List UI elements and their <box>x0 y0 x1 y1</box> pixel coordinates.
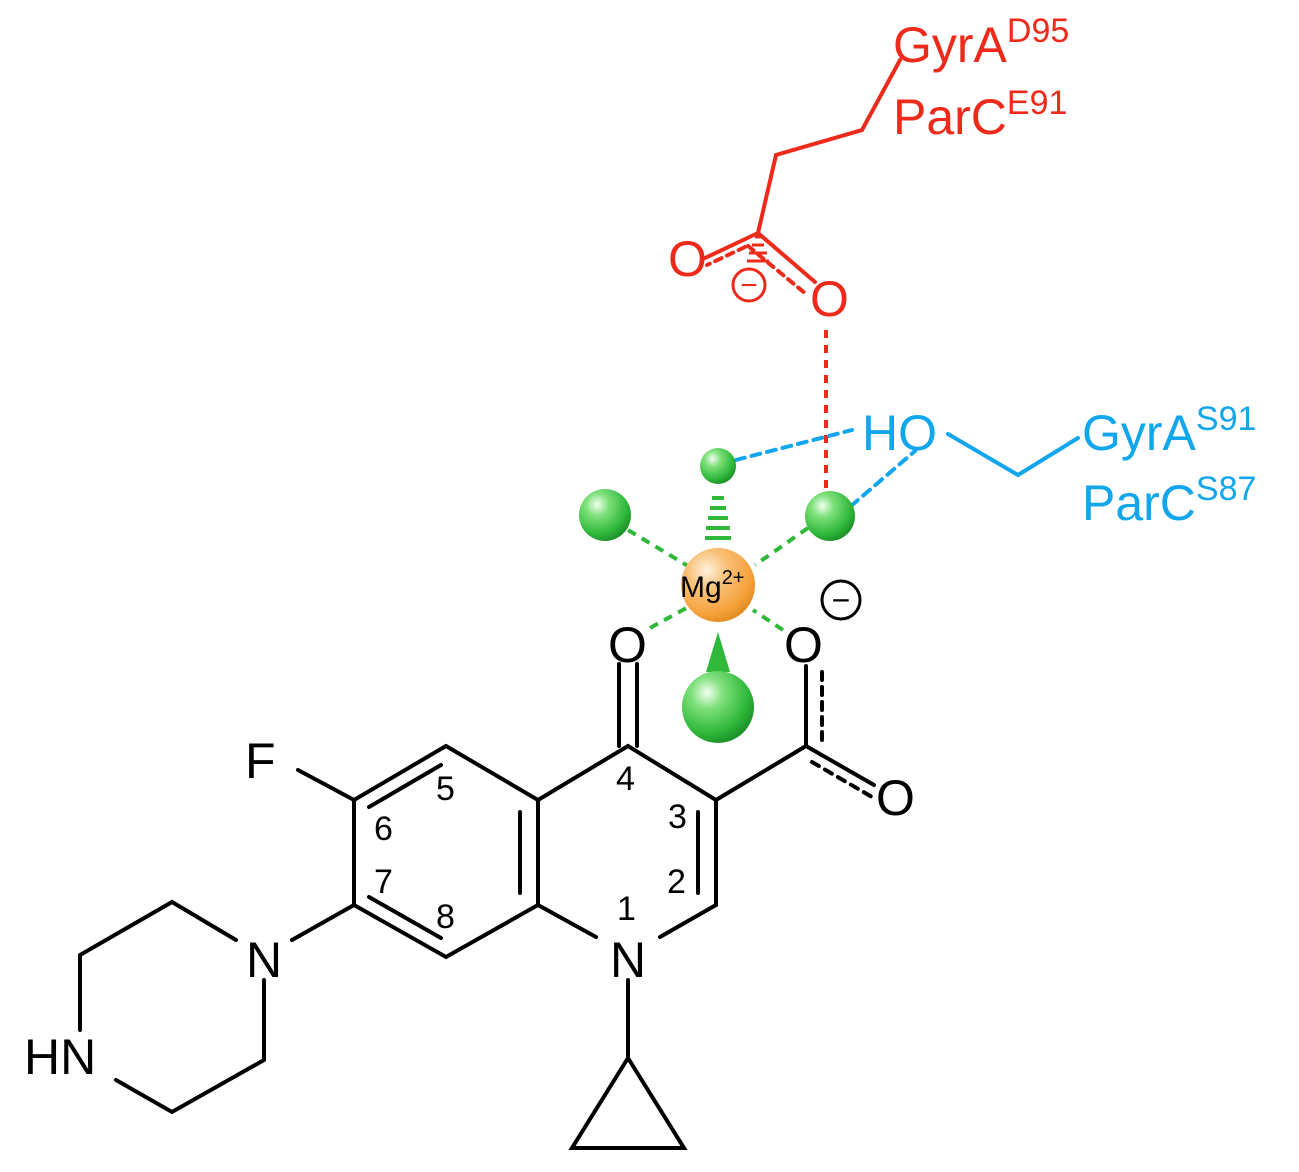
red-negative-charge-circle <box>731 267 767 303</box>
c7-n-piperazine-bond <box>290 903 356 942</box>
carboxylate-bond-right <box>756 231 817 284</box>
asp-oxygen-left: O <box>668 231 707 287</box>
water-right <box>805 491 855 541</box>
water-left <box>579 489 631 541</box>
mg-ion <box>681 548 755 622</box>
coord-bottom-water-wedge <box>706 632 730 672</box>
carboxyl-o-bottom-dashed <box>810 760 874 799</box>
acidic-residue-2: E91 <box>1007 84 1068 122</box>
black-negative-charge-circle <box>820 579 862 621</box>
serine-residue-label-2: ParCS87 <box>1082 470 1256 531</box>
piperazine-nitrogen: N <box>246 932 282 988</box>
carboxylate-dashed-left <box>705 245 747 267</box>
benzo-inner-bond-top <box>367 763 443 809</box>
ketone-oxygen: O <box>608 617 647 673</box>
serine-residue-2: S87 <box>1196 470 1257 508</box>
pyridone-n-c8a <box>536 903 598 939</box>
acidic-residue-side-chain: O O − GyrAD95 ParCE91 <box>668 12 1069 327</box>
serine-residue-side-chain: HO GyrAS91 ParCS87 <box>734 400 1256 531</box>
quinolone-core <box>78 662 876 1150</box>
serine-protein-1: GyrA <box>1082 405 1197 461</box>
piperazine-nh: HN <box>24 1029 96 1085</box>
ring-number-5: 5 <box>436 770 455 808</box>
benzo-inner-bond-bottom <box>367 895 443 940</box>
acidic-residue-label-1: GyrAD95 <box>893 12 1069 73</box>
ring-number-3: 3 <box>668 798 687 836</box>
ring-number-6: 6 <box>374 810 393 848</box>
carboxylate-bond-left <box>703 231 760 260</box>
coord-carboxylate-o <box>751 608 785 632</box>
acidic-residue-label-2: ParCE91 <box>893 84 1067 145</box>
coord-top-water-hashed <box>705 496 731 540</box>
black-negative-charge-sign: − <box>832 582 851 618</box>
carboxylate-oxygen-top: O <box>784 617 823 673</box>
carboxylate-oxygen-bottom: O <box>876 770 915 826</box>
red-negative-charge-sign: − <box>740 269 758 302</box>
coord-ketone-o <box>649 604 691 630</box>
serine-protein-2: ParC <box>1082 475 1196 531</box>
ser-hydroxyl: HO <box>862 405 937 461</box>
c6-f-bond <box>296 768 356 802</box>
acidic-residue-1: D95 <box>1007 12 1069 50</box>
cyclopropyl-ring <box>568 1054 688 1150</box>
ring-nitrogen-n1: N <box>610 932 646 988</box>
ring-number-8: 8 <box>436 898 455 936</box>
water-top <box>700 448 736 484</box>
asp-chain-bond <box>756 58 902 235</box>
ring-number-1: 1 <box>617 890 636 928</box>
carboxyl-o-bottom-bond <box>804 744 876 787</box>
asp-oxygen-right: O <box>810 271 849 327</box>
ser-dashed-to-right-water <box>849 449 917 508</box>
ser-dashed-to-top-water <box>734 428 854 462</box>
ring-number-2: 2 <box>667 863 686 901</box>
serine-residue-1: S91 <box>1196 400 1257 438</box>
ring-number-4: 4 <box>616 760 635 798</box>
carboxylate-hashed-wedge <box>747 235 769 263</box>
serine-residue-label-1: GyrAS91 <box>1082 400 1256 461</box>
ser-chain-bond <box>946 432 1080 478</box>
piperazine-ring-right <box>114 978 266 1115</box>
coord-right-water <box>753 526 810 567</box>
acidic-protein-2: ParC <box>893 89 1007 145</box>
coord-left-water <box>626 528 690 568</box>
fluorine-atom: F <box>245 733 276 789</box>
piperazine-ring-upper <box>78 899 238 1032</box>
mg-coordination-bonds <box>626 526 810 632</box>
mg-label: Mg2+ <box>680 567 745 604</box>
water-bottom <box>682 671 754 743</box>
c3-carboxyl-bond <box>714 744 808 802</box>
ring-number-7: 7 <box>374 863 393 901</box>
acidic-protein-1: GyrA <box>893 17 1008 73</box>
